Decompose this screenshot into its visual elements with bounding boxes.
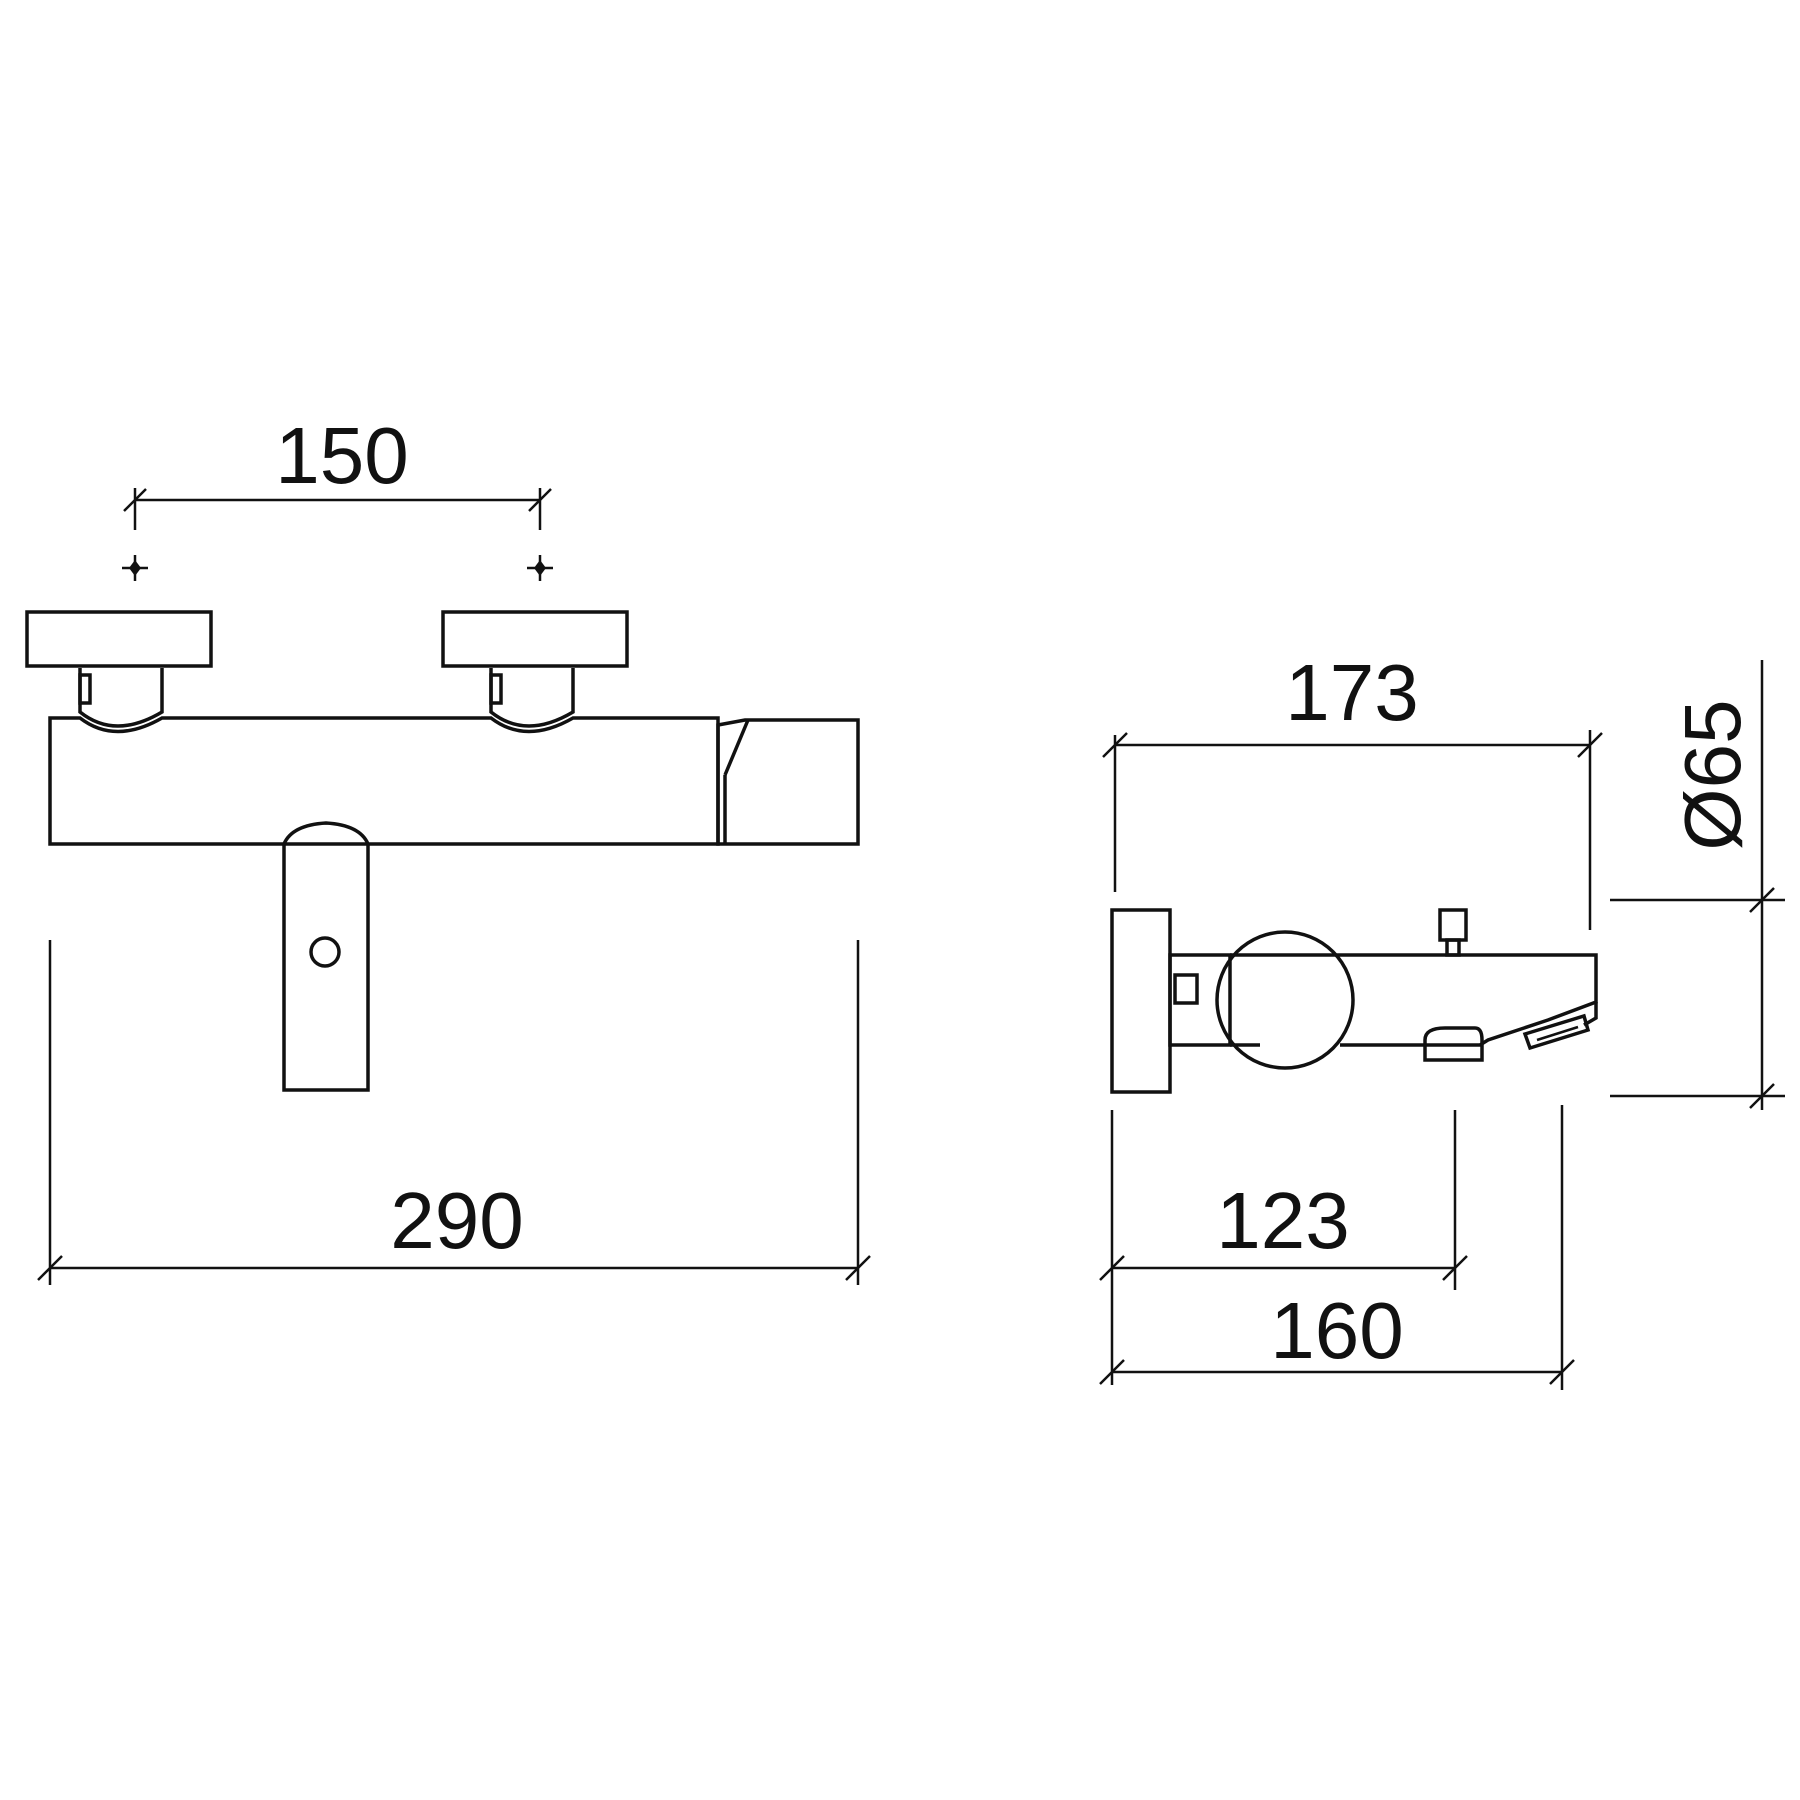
diverter-cap xyxy=(716,718,860,846)
dimension-diameter: Ø65 xyxy=(1610,660,1785,1110)
spout-button xyxy=(309,936,341,968)
dimension-depth-top: 173 xyxy=(1102,648,1603,930)
center-mark-left xyxy=(122,555,148,581)
dimension-label-160: 160 xyxy=(1270,1286,1403,1375)
mixer-body xyxy=(48,716,720,846)
dimension-label-150: 150 xyxy=(275,411,408,500)
connector xyxy=(1168,953,1232,1047)
dimension-label-173: 173 xyxy=(1285,648,1418,737)
wall-plate xyxy=(1110,908,1172,1094)
dimension-label-diameter: Ø65 xyxy=(1668,699,1757,850)
dimension-depth-bottom: 160 xyxy=(1099,1105,1575,1390)
left-handle xyxy=(25,610,213,728)
diverter-knob-side xyxy=(1438,908,1468,957)
spout-profile xyxy=(1230,953,1598,1051)
dimension-label-123: 123 xyxy=(1216,1176,1349,1265)
dimension-handle-spacing: 150 xyxy=(122,411,553,581)
spout xyxy=(282,821,370,1092)
dimension-depth-mid: 123 xyxy=(1099,1110,1468,1385)
front-view: 150 xyxy=(25,411,871,1285)
outlet-lever xyxy=(1423,1026,1484,1062)
right-handle xyxy=(441,610,629,728)
side-view: 173 Ø65 xyxy=(1099,648,1785,1390)
handle-side xyxy=(1215,930,1355,1070)
dimension-overall-width: 290 xyxy=(37,940,871,1285)
dimension-label-290: 290 xyxy=(390,1176,523,1265)
center-mark-right xyxy=(527,555,553,581)
